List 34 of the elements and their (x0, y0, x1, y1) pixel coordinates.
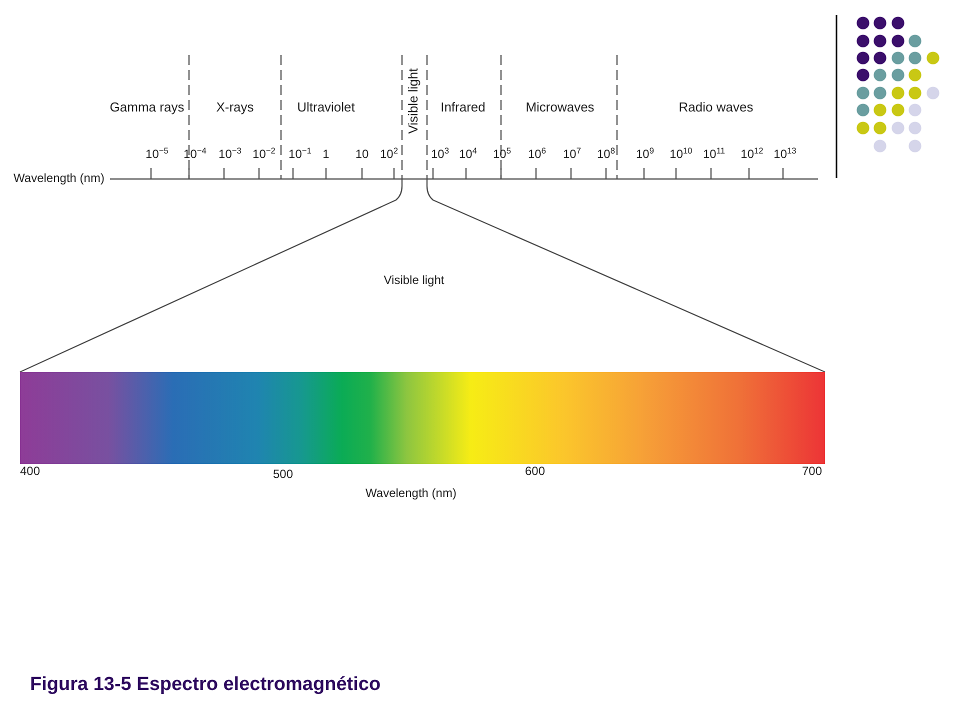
tick-label: 700 (802, 465, 822, 479)
tick-label: 10$^{11}$ (702, 148, 726, 162)
tick-label: 10$^{9}$ (636, 148, 654, 162)
tick-label: 500 (272, 468, 294, 482)
axis-title: Wavelength (nm) (14, 172, 104, 186)
tick-label: 10$^{13}$ (774, 148, 796, 162)
tick-label: 10 (355, 148, 369, 162)
band-label: Radio waves (678, 100, 754, 116)
tick-label: 10$^{2}$ (380, 148, 398, 162)
tick-label: 10$^{−3}$ (218, 148, 242, 162)
tick-label: 10$^{7}$ (562, 148, 582, 162)
tick-label: 10$^{−2}$ (252, 148, 276, 162)
tick-label: 10$^{−4}$ (184, 148, 206, 162)
tick-label: 1 (322, 148, 330, 162)
tick-label: 10$^{4}$ (458, 148, 478, 162)
tick-label: 10$^{−1}$ (288, 148, 312, 162)
tick-label: 10$^{−5}$ (146, 148, 168, 162)
band-label: Visible light (406, 68, 422, 134)
band-label: Ultraviolet (297, 100, 355, 116)
tick-label: 10$^{3}$ (430, 148, 450, 162)
band-label: X-rays (216, 100, 254, 116)
region-label: Visible light (384, 274, 444, 288)
tick-label: 10$^{6}$ (528, 148, 546, 162)
band-label: Gamma rays (110, 100, 184, 116)
tick-label: 10$^{8}$ (596, 148, 616, 162)
tick-label: 400 (20, 465, 40, 479)
axis-title: Wavelength (nm) (366, 487, 456, 501)
tick-label: 600 (524, 465, 546, 479)
tick-label: 10$^{10}$ (670, 148, 692, 162)
band-label: Infrared (440, 100, 486, 116)
tick-label: 10$^{12}$ (740, 148, 764, 162)
figure-caption: Figura 13-5 Espectro electromagnético (30, 674, 381, 696)
band-label: Microwaves (526, 100, 594, 116)
tick-label: 10$^{5}$ (492, 148, 512, 162)
